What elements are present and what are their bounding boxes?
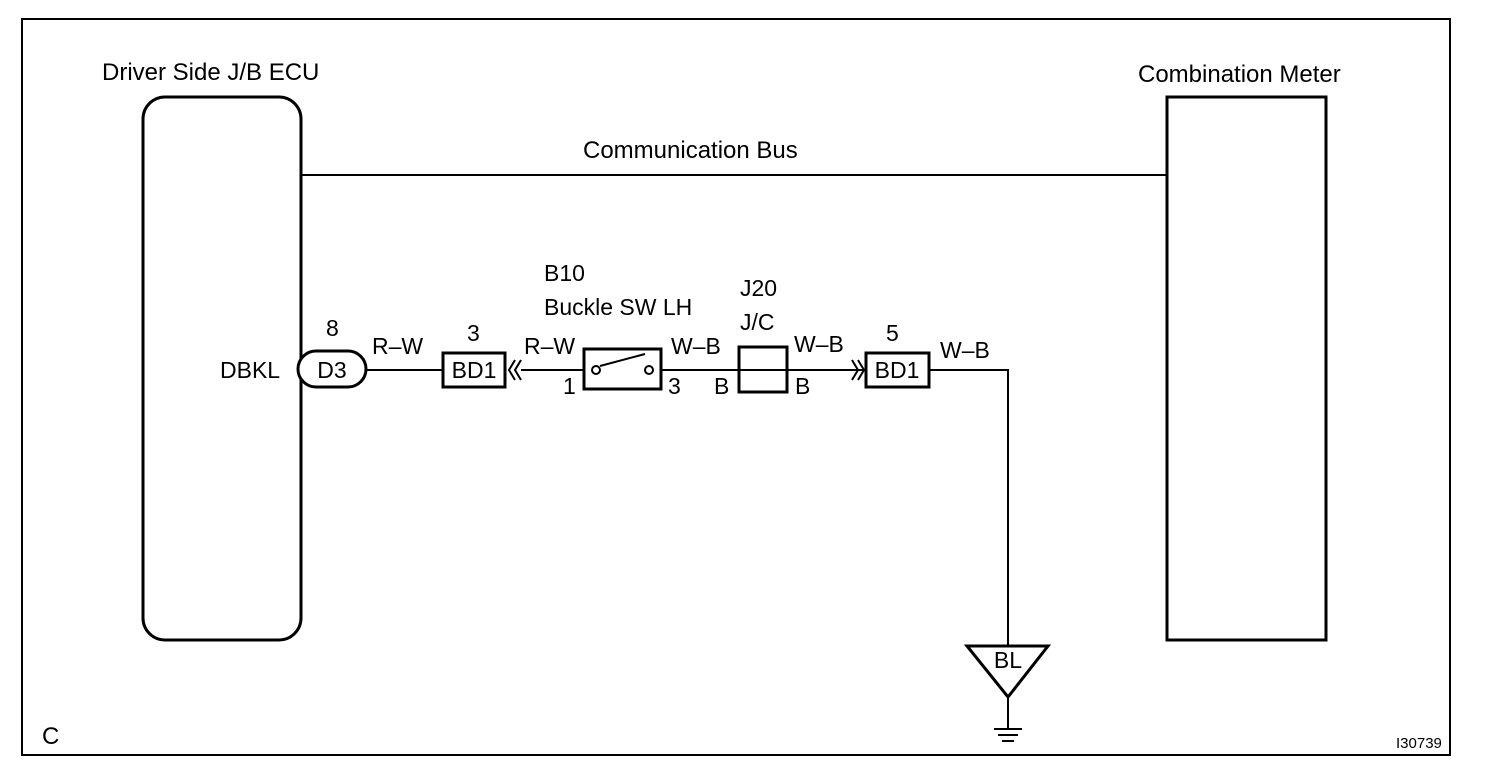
junction-pin-in: B xyxy=(714,373,729,399)
wire-wb-ground-label: W–B xyxy=(940,337,990,363)
d3-pin-number: 8 xyxy=(326,315,339,341)
communication-bus-label: Communication Bus xyxy=(583,137,798,164)
buckle-switch-code: B10 xyxy=(544,260,585,286)
bd1-right-connector xyxy=(864,351,931,389)
meter-block xyxy=(1165,95,1328,642)
wire-rw-switch-label: R–W xyxy=(524,333,575,359)
bd1-left-mating-mark xyxy=(507,359,522,381)
meter-title: Combination Meter xyxy=(1138,61,1341,88)
bd1-right-pin: 5 xyxy=(886,320,899,346)
bd1-right-mating-mark xyxy=(851,359,866,381)
wire-rw-ecu-label: R–W xyxy=(372,333,423,359)
buckle-switch-pin-in: 1 xyxy=(563,373,576,399)
diagram-frame xyxy=(21,18,1451,756)
switch-contact-right xyxy=(644,365,654,375)
figure-id: I30739 xyxy=(1396,735,1442,752)
ground-point-label: BL xyxy=(994,647,1022,673)
switch-blade xyxy=(599,353,646,367)
wire-wb-jc-label: W–B xyxy=(794,331,844,357)
buckle-switch-pin-out: 3 xyxy=(668,373,681,399)
junction-pin-out: B xyxy=(795,373,810,399)
ecu-title: Driver Side J/B ECU xyxy=(102,59,319,86)
junction-code: J20 xyxy=(740,275,777,301)
wire-wb-switch-label: W–B xyxy=(671,333,721,359)
ground-symbol-icon xyxy=(994,728,1022,742)
wire-wb-ground xyxy=(929,369,1009,646)
buckle-switch-name: Buckle SW LH xyxy=(544,294,692,320)
bd1-right-label: BD1 xyxy=(875,357,920,383)
bd1-left-connector xyxy=(441,351,507,389)
d3-connector-label: D3 xyxy=(317,357,346,383)
corner-letter: C xyxy=(42,723,59,750)
bd1-left-pin: 3 xyxy=(467,320,480,346)
switch-contact-left xyxy=(591,365,601,375)
ground-point-triangle xyxy=(963,644,1052,700)
junction-name: J/C xyxy=(740,309,775,335)
bd1-left-label: BD1 xyxy=(452,357,497,383)
ecu-terminal-label: DBKL xyxy=(220,357,280,383)
